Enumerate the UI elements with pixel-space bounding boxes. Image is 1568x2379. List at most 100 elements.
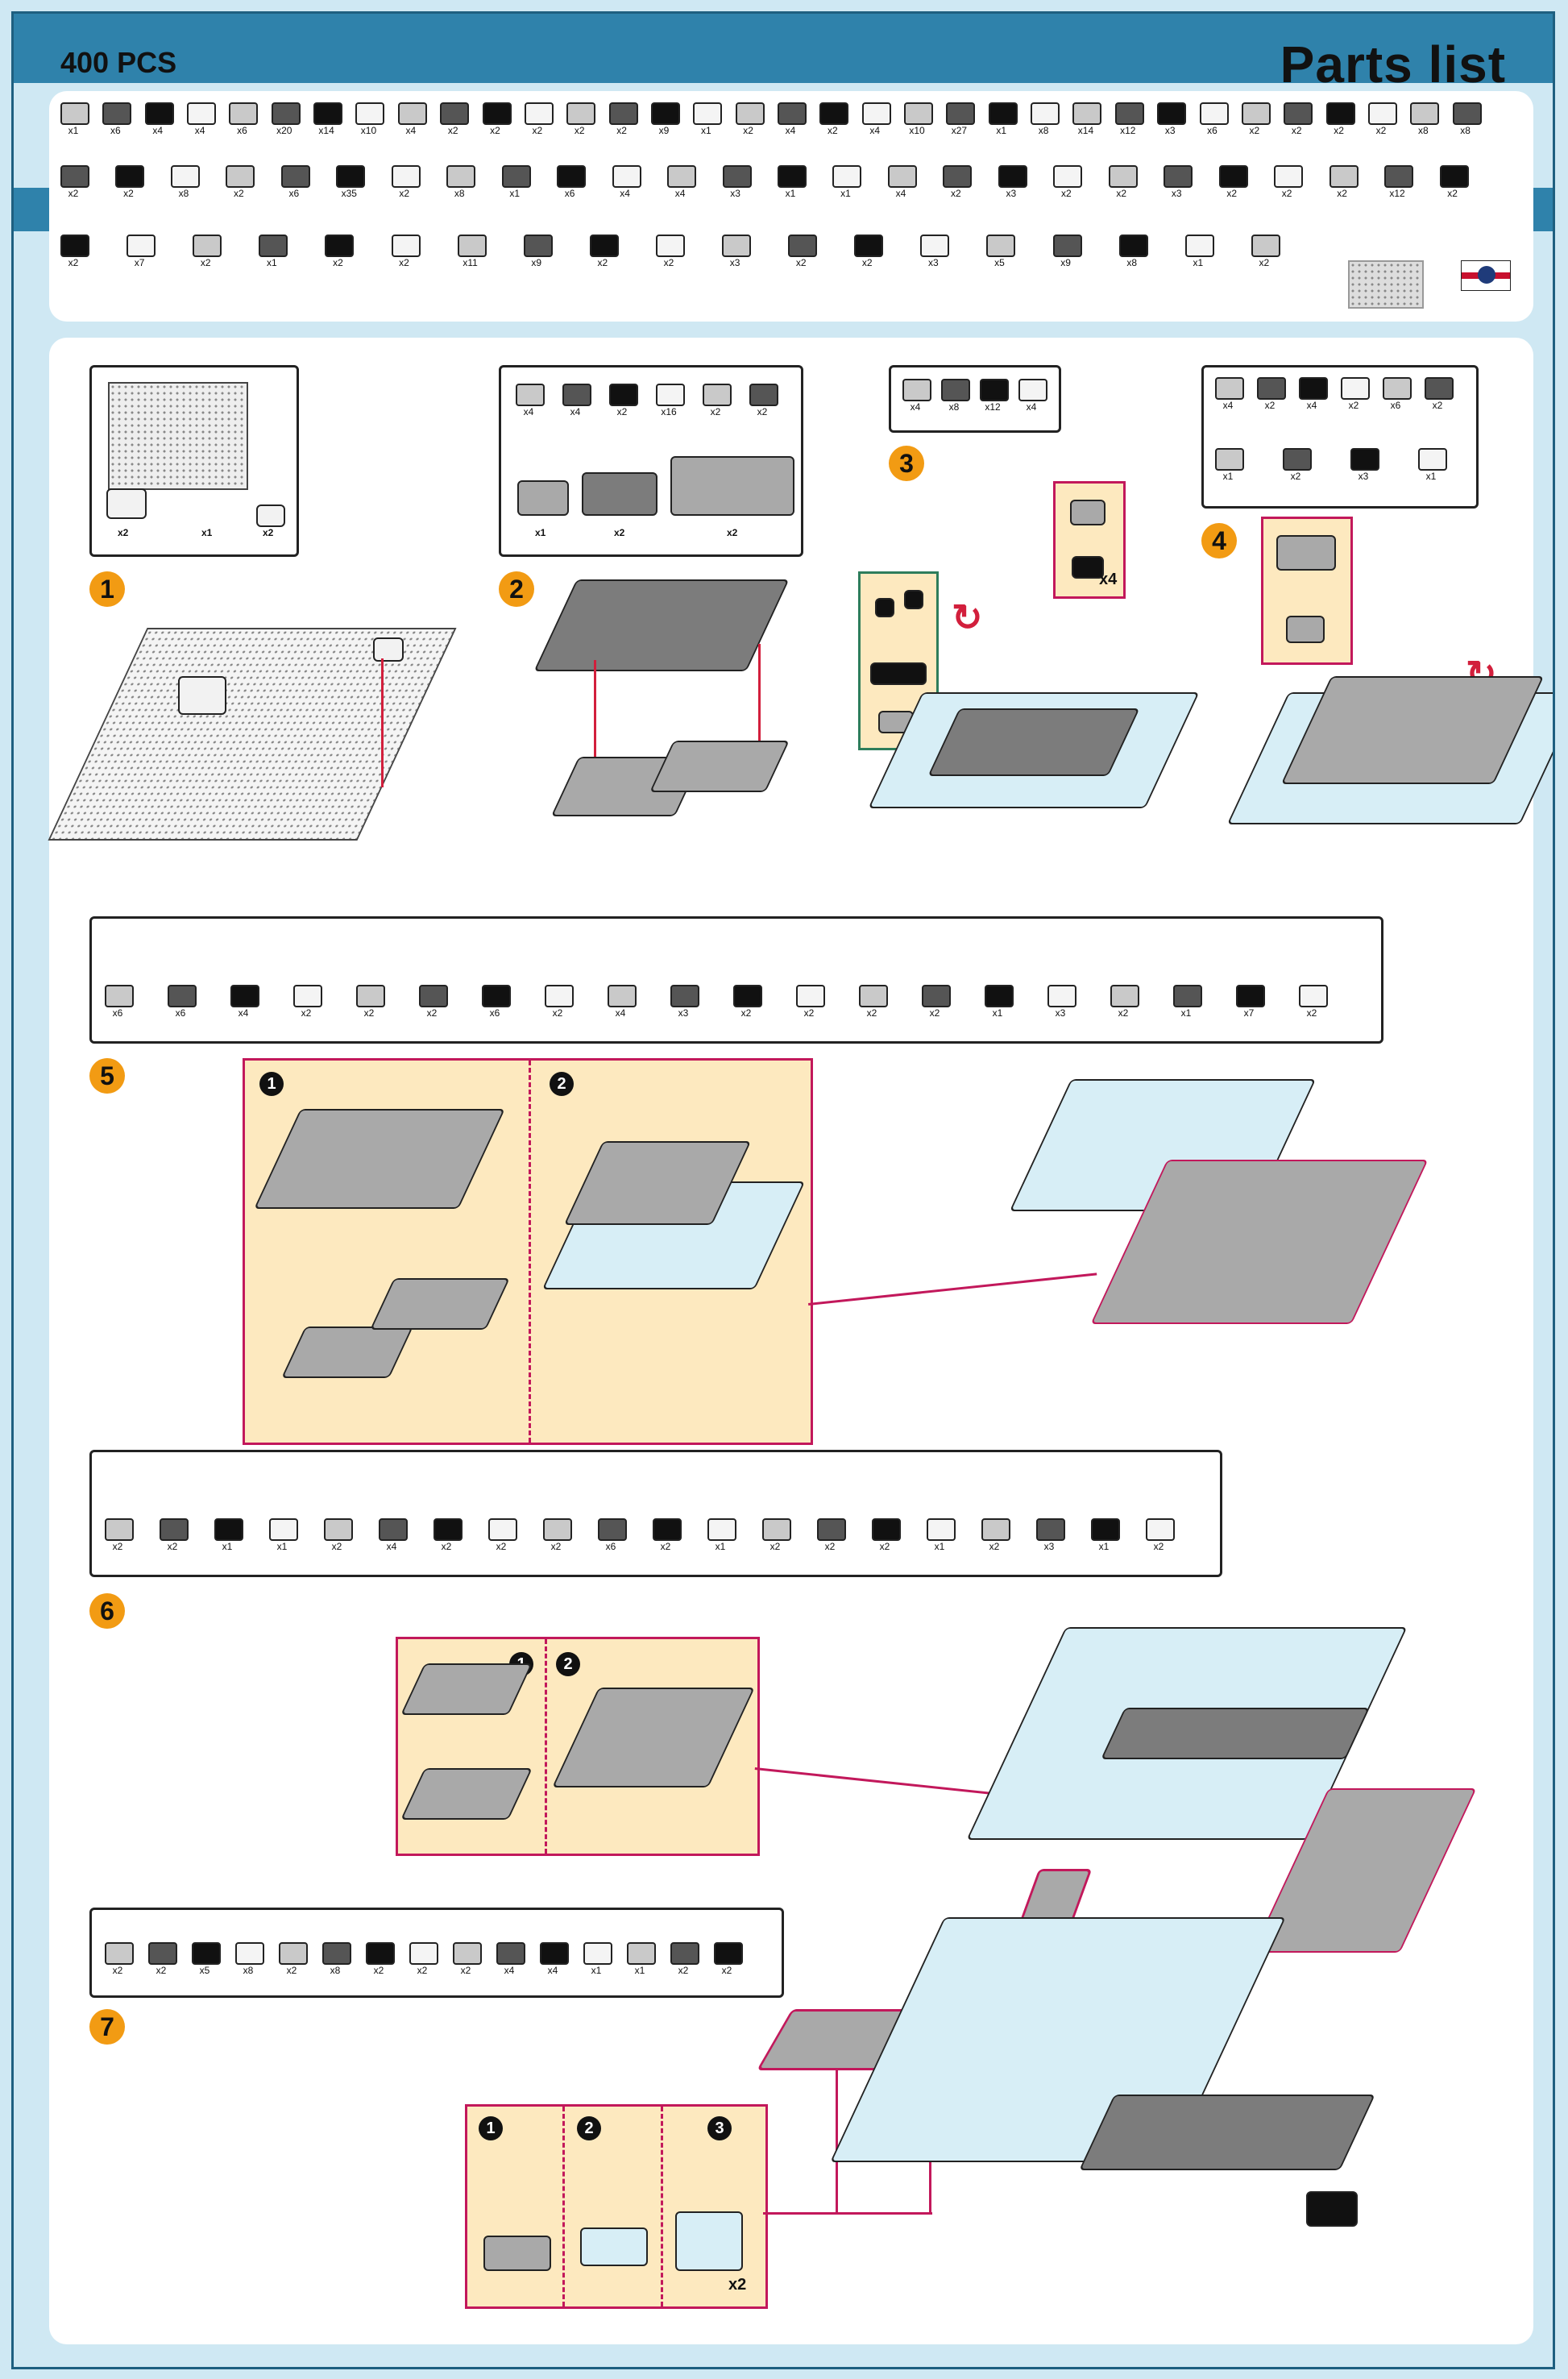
brick-icon	[819, 102, 849, 125]
part-qty: x2	[68, 188, 79, 199]
part-qty: x4	[152, 125, 164, 136]
part-item: x2	[321, 235, 355, 272]
brick-icon	[946, 102, 976, 125]
part-qty: x2	[333, 257, 343, 268]
brick-icon	[656, 384, 685, 406]
brick-icon	[986, 235, 1016, 257]
part-item: x2	[785, 235, 818, 272]
part-icon	[1286, 616, 1325, 643]
brick-icon	[778, 165, 807, 188]
part-qty: x6	[489, 1007, 500, 1019]
part-qty: x2	[743, 125, 753, 136]
part-qty: x1	[634, 1965, 645, 1976]
brick-icon	[1215, 377, 1244, 400]
part-qty: x4	[238, 1007, 249, 1019]
step1-qty-a: x2	[118, 527, 129, 538]
part-item: x6	[164, 985, 197, 1022]
part-qty: x3	[1171, 188, 1182, 199]
part-qty: x7	[1243, 1007, 1255, 1019]
part-qty: x2	[167, 1541, 178, 1552]
part-qty: x1	[591, 1965, 602, 1976]
step1-qty-b: x1	[201, 527, 213, 538]
step-7-subassembly: 1 2 3 x2	[465, 2104, 768, 2309]
baseplate-part	[1348, 260, 1424, 309]
brick-icon	[1329, 165, 1359, 188]
part-qty: x1	[68, 125, 79, 136]
brick-icon	[280, 165, 310, 188]
brick-icon	[788, 235, 818, 257]
brick-icon	[496, 1942, 525, 1965]
part-item: x1	[1170, 985, 1202, 1022]
part-icon	[552, 1688, 755, 1787]
part-item: x3	[995, 165, 1027, 202]
brick-icon	[1118, 235, 1148, 257]
part-item: x4	[227, 985, 259, 1022]
brick-icon	[714, 1942, 743, 1965]
part-qty: x20	[276, 125, 292, 136]
brick-icon	[540, 1942, 569, 1965]
part-qty: x2	[951, 188, 961, 199]
part-qty: x2	[490, 125, 500, 136]
part-item: x6	[278, 165, 310, 202]
part-qty: x2	[496, 1541, 507, 1552]
part-item: x2	[290, 985, 322, 1022]
part-qty: x2	[552, 1007, 563, 1019]
brick-icon	[557, 165, 587, 188]
part-qty: x4	[194, 125, 205, 136]
step-3-number: 3	[889, 446, 924, 481]
part-item: x2	[1326, 165, 1359, 202]
brick-icon	[1283, 448, 1312, 471]
part-item: x8	[168, 165, 200, 202]
part-qty: x1	[840, 188, 851, 199]
part-qty: x3	[730, 188, 740, 199]
step-5-subassembly: 1 2	[243, 1058, 813, 1445]
part-item: x2	[653, 235, 685, 272]
part-item: x8	[1116, 235, 1148, 272]
brick-icon	[102, 102, 132, 125]
brick-icon	[60, 102, 89, 125]
part-item: x2	[732, 102, 765, 139]
part-qty: x8	[1126, 257, 1138, 268]
brick-icon	[1350, 448, 1379, 471]
part-qty: x5	[994, 257, 1005, 268]
part-qty: x5	[199, 1965, 210, 1976]
qty: x2	[727, 527, 738, 538]
part-item: x2	[856, 985, 888, 1022]
part-item: x8	[319, 1942, 351, 1979]
brick-icon	[1410, 102, 1440, 125]
part-qty: x2	[441, 1541, 452, 1552]
part-item: x6	[595, 1518, 627, 1555]
part-qty: x1	[1193, 257, 1204, 268]
brick-icon	[598, 1518, 627, 1541]
divider	[661, 2107, 663, 2306]
part-icon	[675, 2211, 743, 2271]
brick-icon	[269, 1518, 298, 1541]
part-qty: x2	[574, 125, 585, 136]
brick-icon	[433, 1518, 463, 1541]
brick-icon	[1215, 448, 1244, 471]
brick-icon	[160, 1518, 189, 1541]
part-qty: x1	[992, 1007, 1003, 1019]
brick-icon	[981, 1518, 1010, 1541]
page-title: Parts list	[1280, 35, 1506, 93]
part-qty: x2	[399, 257, 409, 268]
part-item: x2	[437, 102, 470, 139]
brick-icon	[488, 1518, 517, 1541]
brick-icon	[1452, 102, 1482, 125]
part-icon	[254, 1109, 505, 1209]
brick-icon	[482, 985, 511, 1007]
brick-icon	[1173, 985, 1202, 1007]
part-qty: x6	[112, 1007, 123, 1019]
part-item: x2	[587, 235, 619, 272]
part-item: x11	[454, 235, 487, 272]
part-item: x2	[321, 1518, 353, 1555]
part-qty: x6	[237, 125, 247, 136]
brick-icon	[1018, 379, 1047, 401]
brick-icon	[941, 379, 970, 401]
part-qty: x2	[824, 1541, 836, 1552]
brick-icon	[1146, 1518, 1175, 1541]
part-item: x4	[512, 384, 545, 421]
step-1-parts-box: x2 x1 x2	[89, 365, 299, 557]
